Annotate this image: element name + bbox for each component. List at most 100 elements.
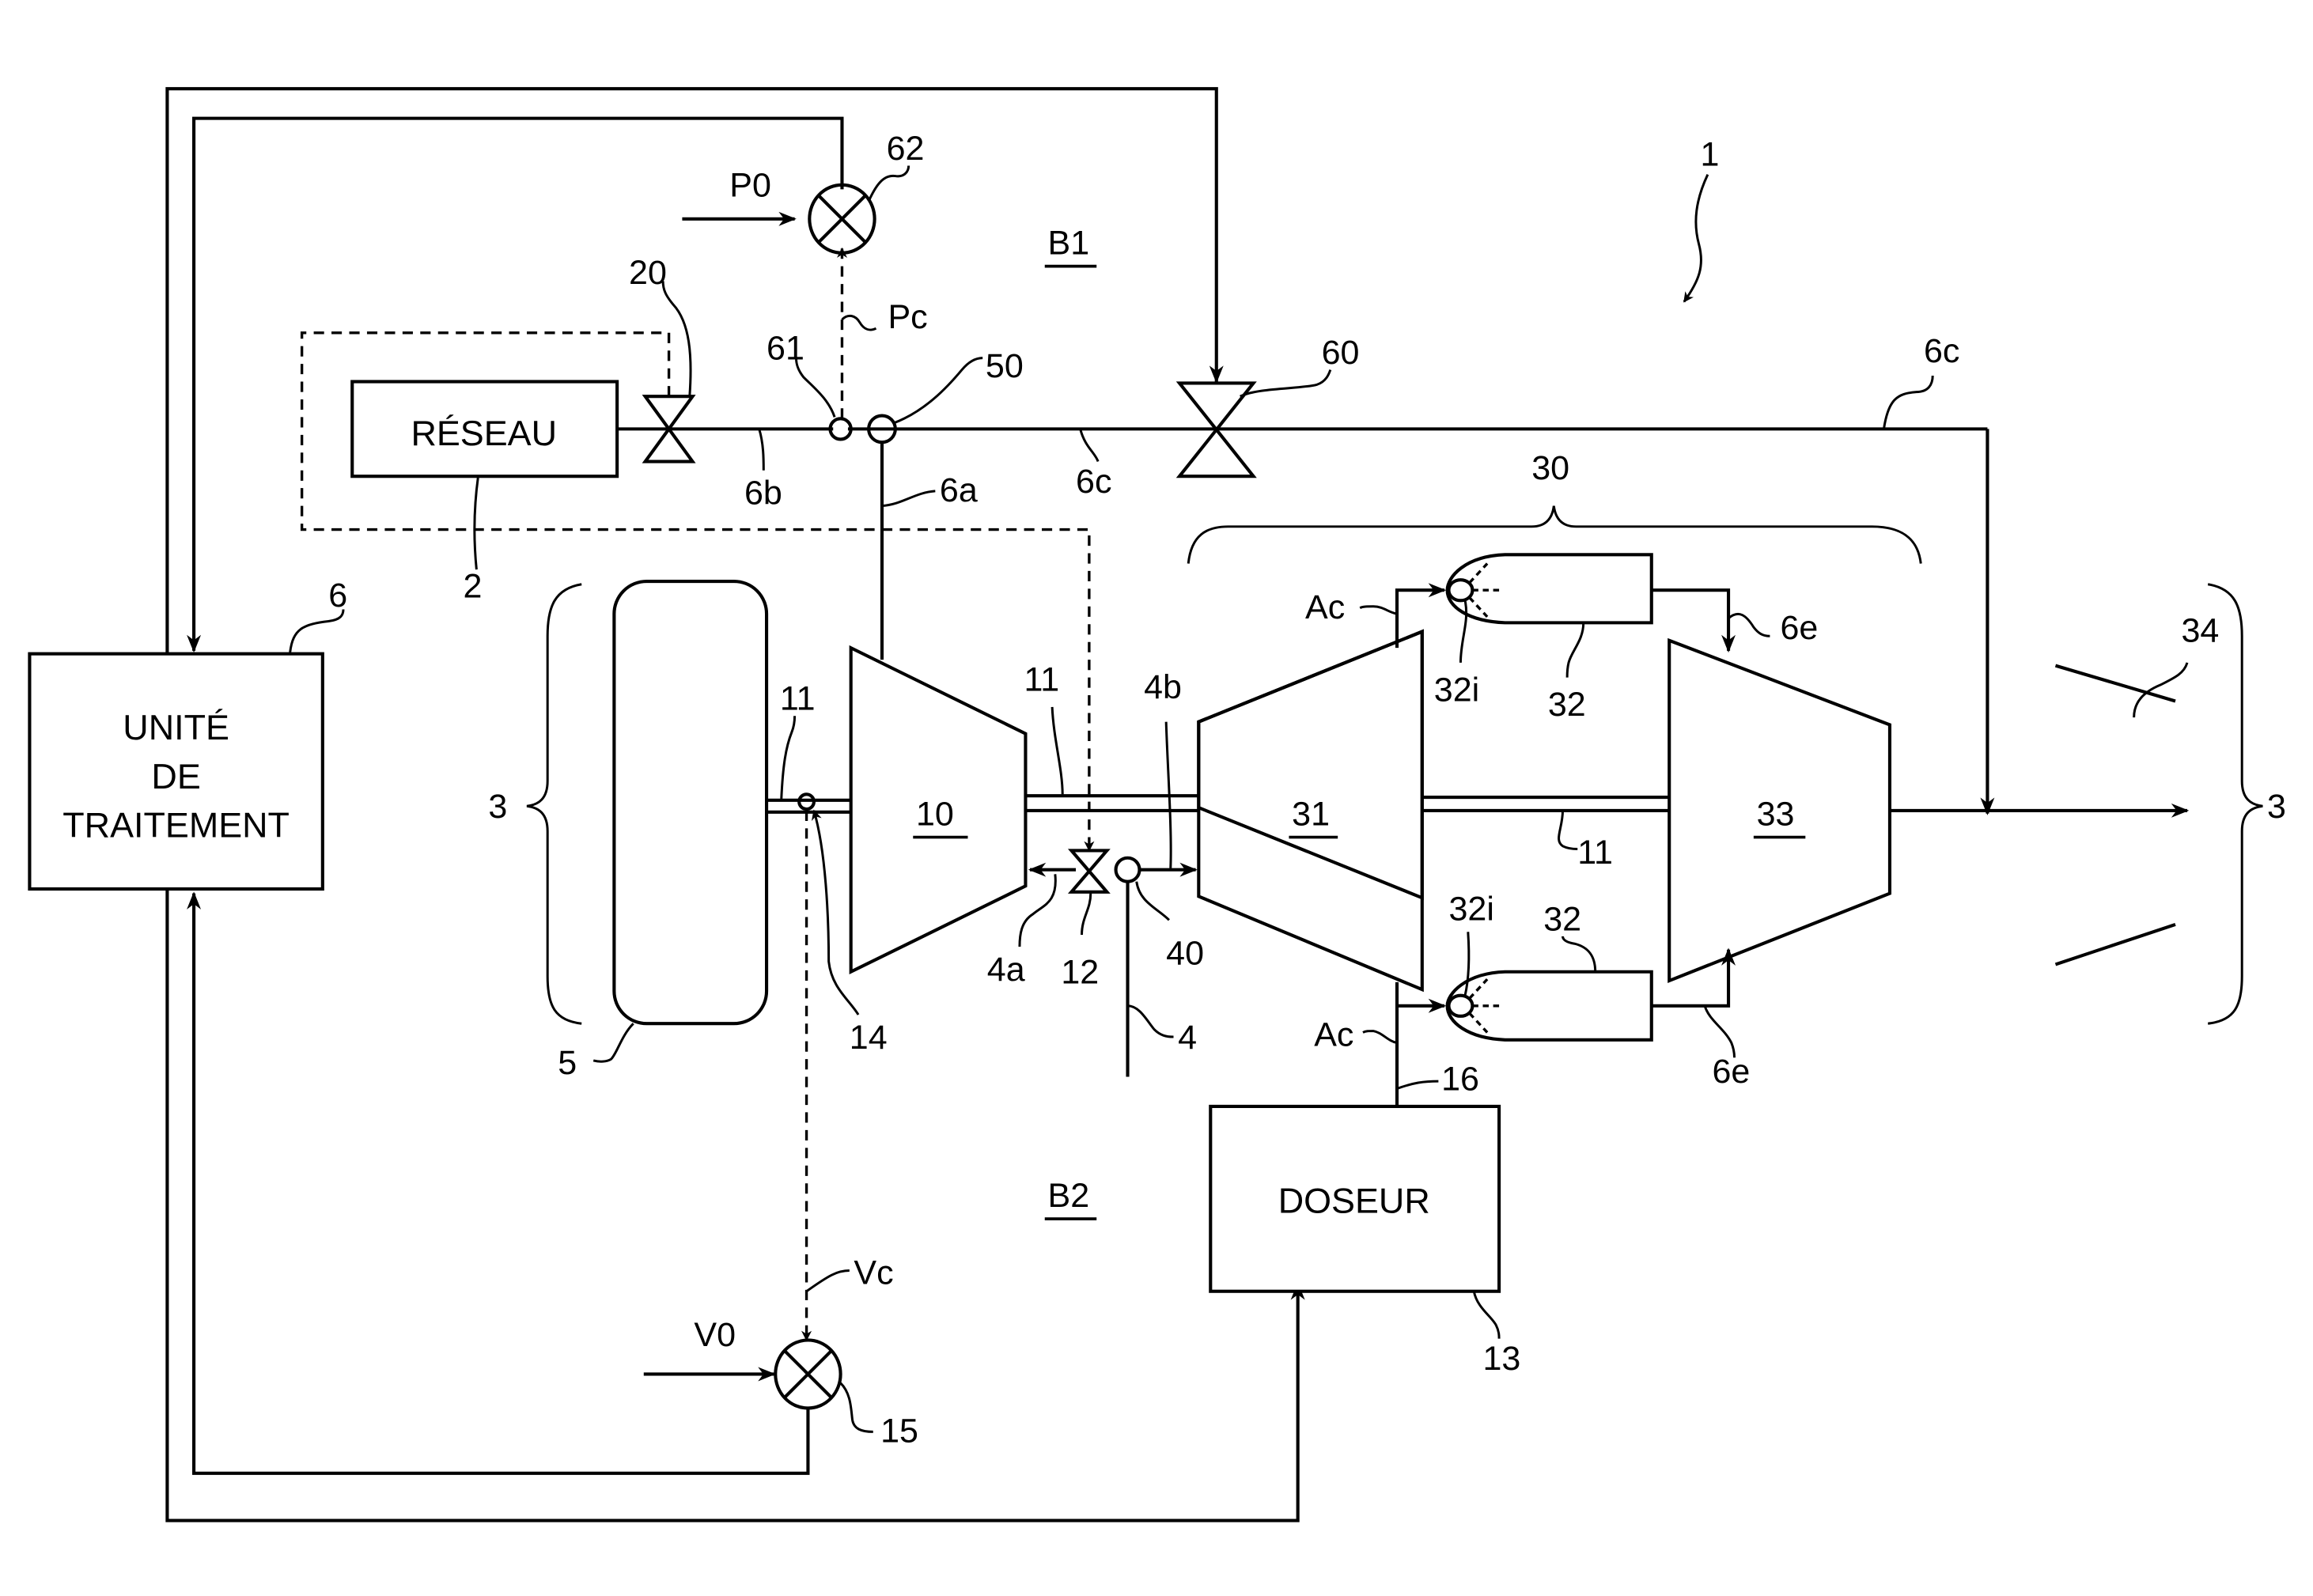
- leader-6b: [758, 428, 765, 471]
- label-shaft-turbine: 11: [1577, 834, 1613, 872]
- label-line-6c-right: 6c: [1924, 332, 1959, 370]
- rotor-5[interactable]: [612, 579, 769, 1026]
- processing-unit-line-1: UNITÉ: [123, 707, 229, 747]
- leader-ac-top: [1359, 605, 1398, 615]
- label-line-6b: 6b: [744, 475, 782, 512]
- speed-sensor-14[interactable]: [797, 792, 816, 811]
- label-ref-40: 40: [1166, 934, 1204, 972]
- label-chamber-top: 32: [1548, 686, 1586, 724]
- label-compressor: 10: [916, 796, 954, 834]
- label-signal-p0: P0: [729, 167, 771, 205]
- bleed-valve-12[interactable]: [1067, 849, 1111, 894]
- label-free-turbine: 33: [1757, 796, 1795, 834]
- network-valve-20[interactable]: [642, 395, 696, 463]
- label-ref-50: 50: [986, 347, 1024, 385]
- gas-line-6e-top: [1651, 588, 1736, 653]
- signal-line-to-doseur: [165, 887, 1305, 1522]
- combustion-chamber-32-top[interactable]: [1445, 553, 1653, 625]
- nozzle-34[interactable]: [2054, 664, 2176, 966]
- label-shaft-mid: 11: [1024, 660, 1060, 698]
- leader-vc: [805, 1269, 850, 1292]
- metering-unit-block[interactable]: DOSEUR: [1209, 1104, 1501, 1293]
- label-injector-top: 32i: [1434, 671, 1479, 709]
- free-turbine-33[interactable]: 33: [1668, 637, 1892, 984]
- label-line-6e-bottom: 6e: [1712, 1053, 1750, 1091]
- label-line-6c-mid: 6c: [1076, 463, 1111, 501]
- gas-line-6e-bottom: [1651, 947, 1736, 1008]
- pressure-comparator-62[interactable]: [808, 183, 876, 255]
- junction-40[interactable]: [1114, 856, 1141, 883]
- speed-comparator-15[interactable]: [774, 1338, 842, 1410]
- label-ref-15: 15: [880, 1412, 918, 1450]
- leader-50: [893, 357, 983, 425]
- label-fuel-line-16: 16: [1441, 1060, 1479, 1098]
- leader-34: [2133, 662, 2189, 718]
- label-helicopter-left: 3: [488, 788, 507, 826]
- label-system-ref-1: 1: [1701, 135, 1720, 173]
- network-label: RÉSEAU: [411, 413, 557, 453]
- label-injector-bottom: 32i: [1448, 890, 1493, 928]
- processing-unit-line-2: DE: [151, 756, 200, 796]
- label-ref-13: 13: [1483, 1340, 1521, 1378]
- leader-20: [661, 281, 692, 397]
- leader-32-top: [1565, 622, 1585, 678]
- leader-6a: [881, 490, 936, 508]
- label-signal-ac-bottom: Ac: [1314, 1015, 1353, 1053]
- processing-unit-block[interactable]: UNITÉ DE TRAITEMENT: [28, 652, 324, 891]
- shaft-11-mid: [1025, 794, 1199, 812]
- leader-4b: [1164, 721, 1172, 868]
- leader-4: [1127, 1004, 1174, 1038]
- label-ref-20: 20: [629, 254, 667, 292]
- label-nozzle: 34: [2182, 612, 2220, 650]
- leader-4a: [1018, 874, 1057, 947]
- pressure-sensor-61[interactable]: [828, 417, 853, 441]
- label-gas-generator-compressor: 31: [1292, 796, 1330, 834]
- leader-5: [592, 1023, 634, 1063]
- leader-16: [1396, 1080, 1439, 1090]
- label-ref-6: 6: [328, 577, 347, 615]
- label-ref-62: 62: [887, 130, 925, 168]
- bracket-engine-assembly: [1187, 505, 1922, 564]
- shaft-11-left: [767, 798, 851, 814]
- label-signal-pc: Pc: [888, 298, 927, 336]
- bracket-helicopter-left: [526, 583, 582, 1025]
- gas-generator-compressor-31[interactable]: [1197, 629, 1424, 901]
- label-engine-assembly: 30: [1531, 449, 1569, 487]
- label-shaft-left: 11: [780, 680, 816, 718]
- control-loop-outer: [165, 87, 1305, 1522]
- leader-ac-bottom: [1362, 1030, 1398, 1045]
- compressor-10[interactable]: 10: [849, 645, 1028, 975]
- processing-unit-line-3: TRAITEMENT: [62, 805, 290, 845]
- leader-12: [1081, 893, 1092, 936]
- label-line-4: 4: [1178, 1019, 1197, 1057]
- leader-pc: [841, 314, 877, 331]
- leader-6: [289, 609, 345, 652]
- leader-60: [1240, 369, 1332, 398]
- leader-61: [794, 357, 836, 418]
- leader-6e-top: [1728, 612, 1770, 637]
- leader-15: [839, 1382, 873, 1433]
- leader-6c-right: [1882, 375, 1934, 429]
- leader-62: [867, 165, 910, 202]
- zone-label-b2: B2: [1047, 1177, 1089, 1215]
- label-chamber-bottom: 32: [1543, 900, 1581, 938]
- injector-32i-top[interactable]: [1447, 562, 1502, 618]
- leader-32i-bottom: [1463, 932, 1471, 997]
- label-ref-14: 14: [850, 1019, 888, 1057]
- label-signal-vc: Vc: [854, 1254, 893, 1292]
- injector-32i-bottom[interactable]: [1447, 978, 1502, 1034]
- control-valve-60[interactable]: [1175, 381, 1257, 478]
- label-ref-5: 5: [558, 1044, 577, 1082]
- leader-2: [473, 477, 479, 570]
- leader-40: [1135, 881, 1170, 921]
- leader-6c-mid: [1079, 428, 1100, 463]
- leader-13: [1472, 1291, 1501, 1339]
- leader-11-mid: [1051, 706, 1064, 795]
- leader-11-turbine: [1558, 810, 1578, 851]
- gas-generator-compressor-31-body: 31: [1197, 629, 1424, 993]
- air-feed-ac-top: [1395, 583, 1447, 649]
- label-line-4b: 4b: [1144, 668, 1182, 706]
- system-ref-arrow: [1683, 174, 1709, 303]
- network-block[interactable]: RÉSEAU: [350, 380, 619, 478]
